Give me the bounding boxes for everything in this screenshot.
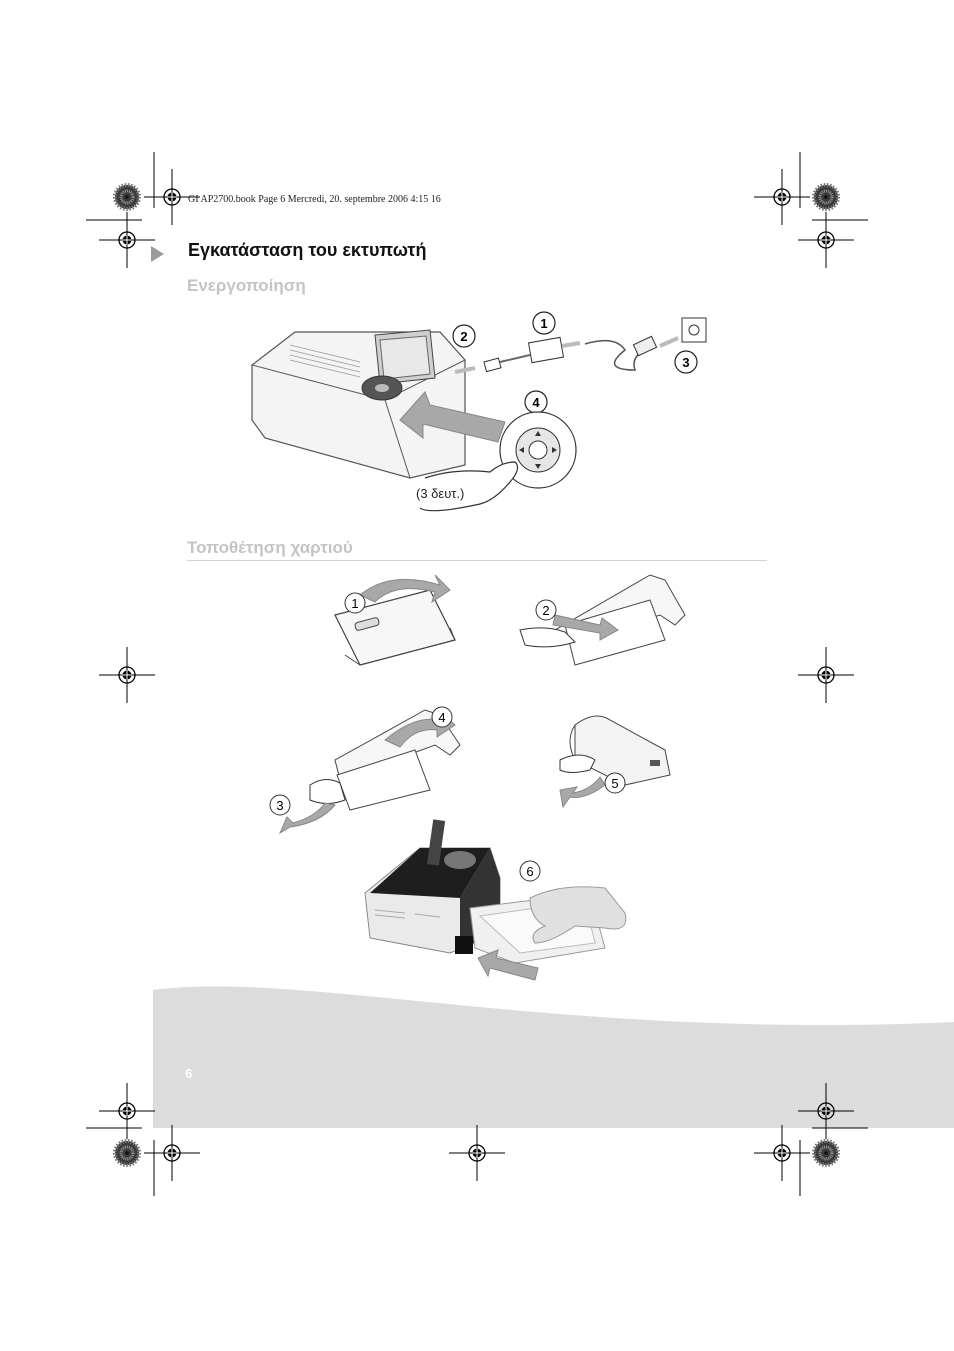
book-file-info: GI AP2700.book Page 6 Mercredi, 20. sept… <box>188 194 441 205</box>
registration-crosshair-icon <box>143 1124 201 1182</box>
registration-crosshair-icon <box>98 1082 156 1140</box>
paper-illustration-row-1: 1 2 <box>334 574 686 666</box>
play-arrow-icon <box>151 246 164 262</box>
registration-crosshair-icon <box>448 1124 506 1182</box>
paper-step-2: 2 <box>542 603 549 618</box>
paper-step-5: 5 <box>611 776 618 791</box>
page-title: Εγκατάσταση του εκτυπωτή <box>188 240 427 260</box>
registration-crosshair-icon <box>753 1124 811 1182</box>
section-divider <box>187 560 767 561</box>
power-illustration: 1 2 3 4 (3 δευτ.) <box>251 311 707 512</box>
paper-illustration-step-6: 6 <box>364 819 627 981</box>
registration-star-icon <box>113 1139 141 1167</box>
power-step-3: 3 <box>682 355 689 370</box>
power-step-1: 1 <box>540 316 547 331</box>
registration-star-icon <box>812 183 840 211</box>
registration-star-icon <box>812 1139 840 1167</box>
registration-crosshair-icon <box>98 646 156 704</box>
power-step-2: 2 <box>460 329 467 344</box>
section-heading-paper: Τοποθέτηση χαρτιού <box>187 538 353 557</box>
power-step-4: 4 <box>532 395 540 410</box>
registration-crosshair-icon <box>753 168 811 226</box>
registration-star-icon <box>113 183 141 211</box>
paper-step-4: 4 <box>438 710 445 725</box>
registration-crosshair-icon <box>797 646 855 704</box>
paper-step-1: 1 <box>351 596 358 611</box>
paper-illustration-row-2: 4 3 5 <box>269 706 671 835</box>
paper-step-3: 3 <box>276 798 283 813</box>
paper-step-6: 6 <box>526 864 533 879</box>
page-number: 6 <box>185 1066 193 1081</box>
registration-crosshair-icon <box>797 1082 855 1140</box>
hold-duration-label: (3 δευτ.) <box>416 486 464 501</box>
section-heading-power: Ενεργοποίηση <box>187 276 306 295</box>
